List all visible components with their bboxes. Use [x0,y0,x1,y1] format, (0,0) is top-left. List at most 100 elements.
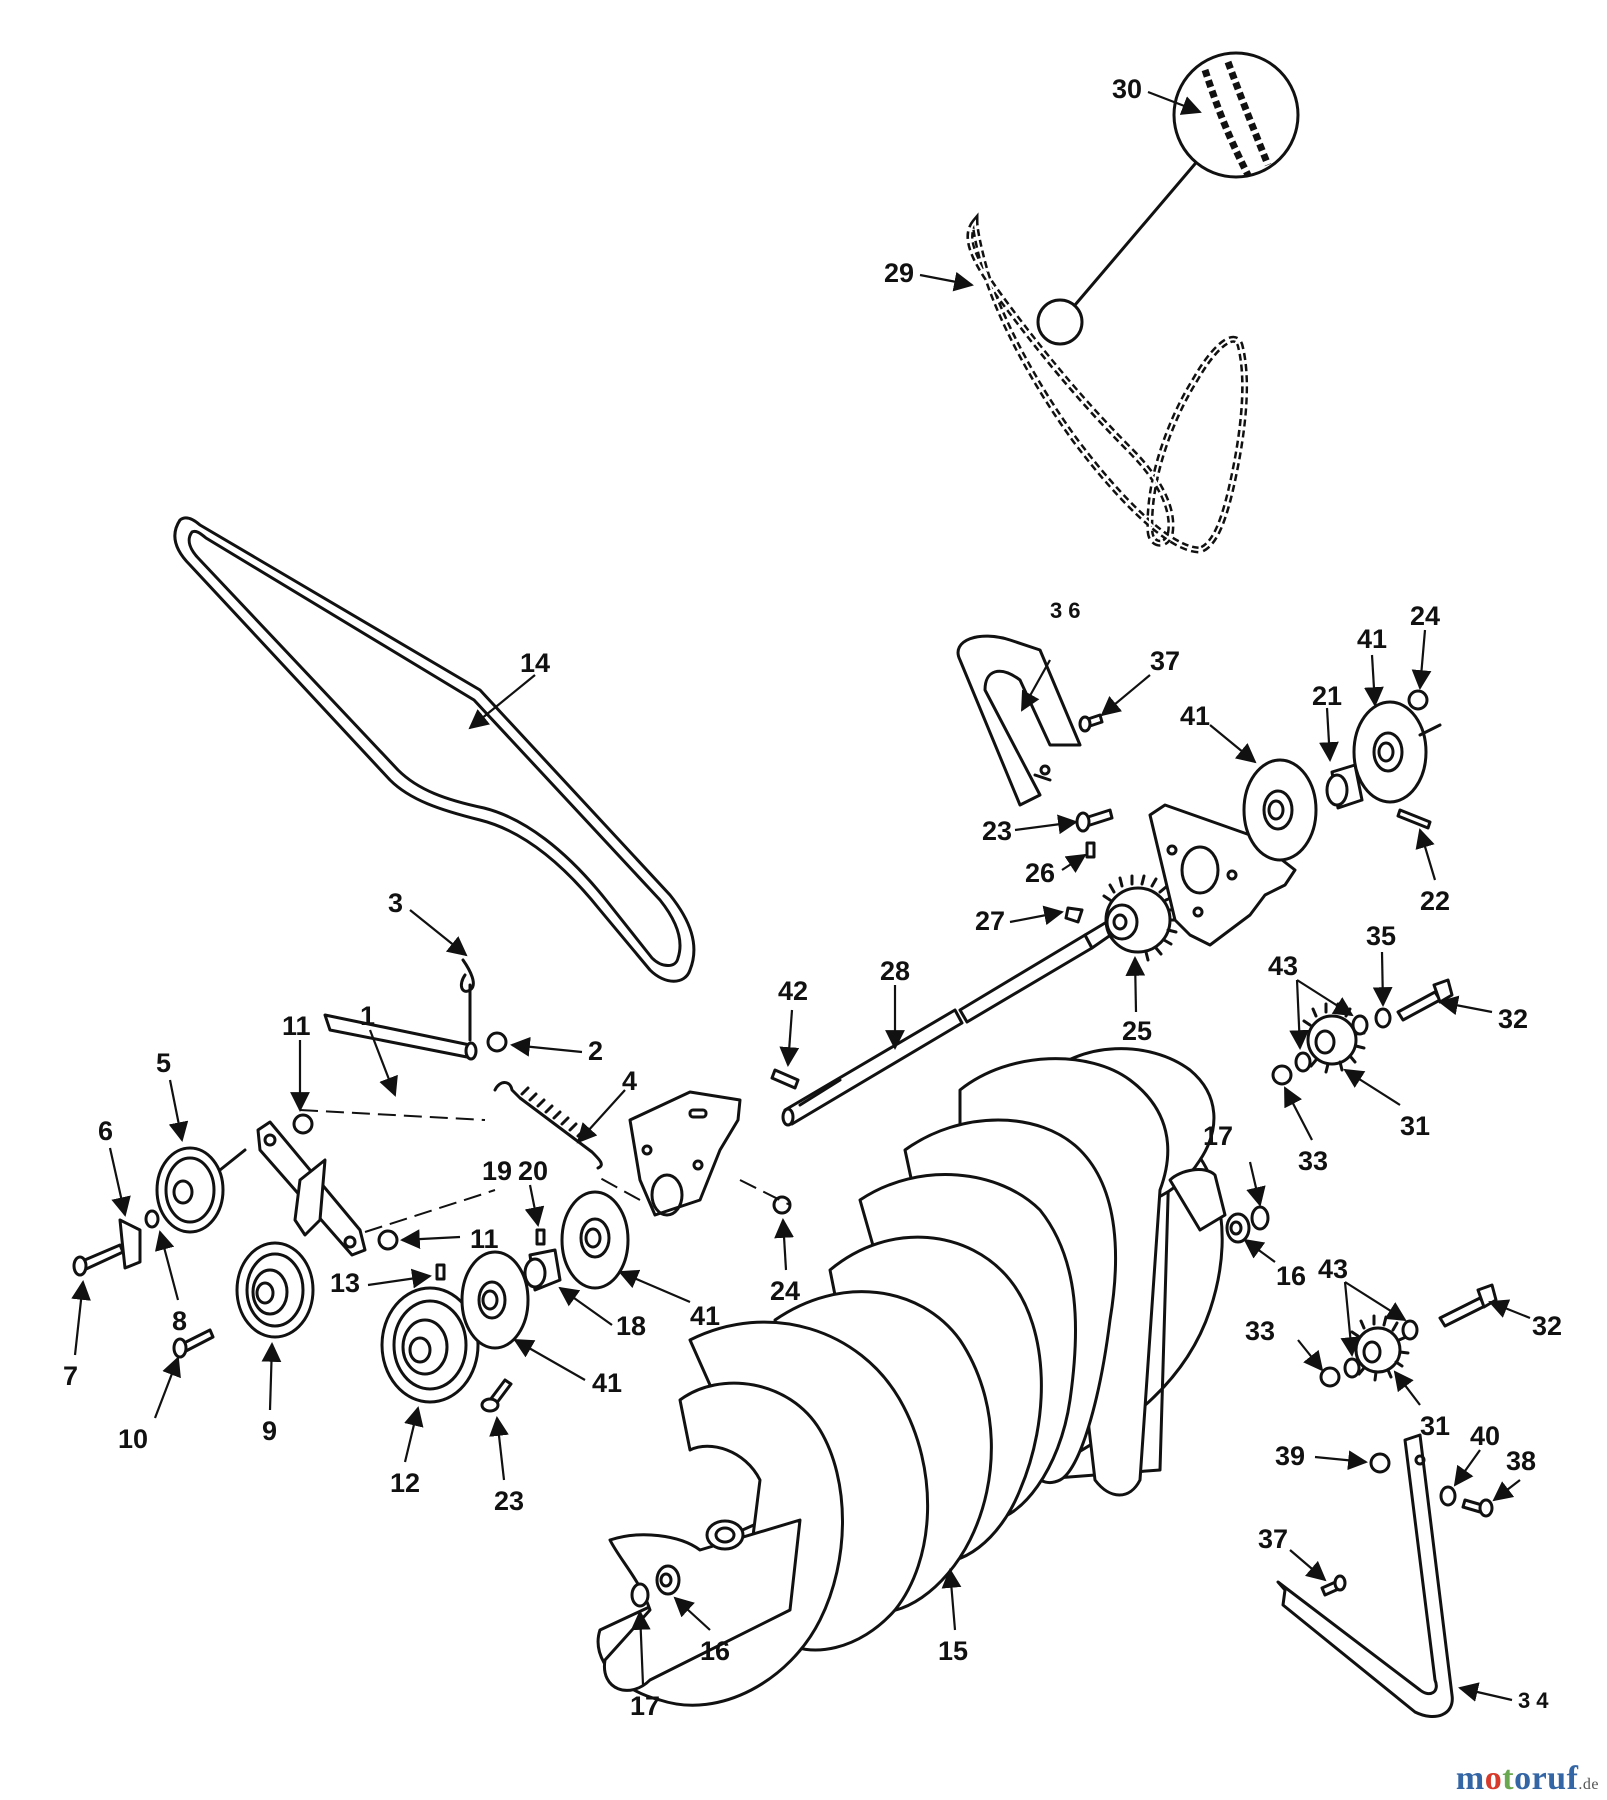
part-label-1: 1 [360,1001,375,1031]
chain-link-magnifier [1036,51,1300,346]
washer-8 [144,1209,160,1229]
part-label-15: 15 [938,1636,968,1666]
part-label-9: 9 [262,1416,277,1446]
bolt-7 [72,1243,125,1277]
setscrew-20 [535,1228,546,1246]
part-label-5: 5 [156,1048,171,1078]
part-label-7: 7 [63,1361,78,1391]
washer-43-d [1401,1319,1419,1341]
chain-guard-35 [1276,1433,1454,1718]
part-label-17-left: 17 [630,1691,660,1721]
side-bearing-bracket [1148,803,1297,947]
part-label-23-right: 23 [982,816,1012,846]
part-label-41-center: 41 [690,1301,720,1331]
bolt-32-upper [1396,978,1454,1022]
sprocket-31-lower [1350,1314,1410,1382]
part-label-43-lower: 43 [1318,1254,1348,1284]
part-label-33-lower: 33 [1245,1316,1275,1346]
part-label-13: 13 [330,1268,360,1298]
nut-2 [486,1031,508,1053]
sprocket-31-upper [1302,1002,1366,1074]
part-label-23-left: 23 [494,1486,524,1516]
part-label-37-bottom: 37 [1258,1524,1288,1554]
part-label-32-lower: 32 [1532,1311,1562,1341]
bearing-18 [523,1248,562,1292]
part-label-17-right: 17 [1203,1121,1233,1151]
bolt-37-bottom [1320,1574,1347,1597]
bearing-16-left [655,1564,681,1596]
part-label-24-right: 24 [1410,601,1440,631]
part-label-2: 2 [588,1036,603,1066]
watermark-logo: motoruf.de [1455,1760,1599,1797]
part-label-35: 34 [1518,1688,1554,1713]
bearing-flange-41-center [560,1190,630,1290]
part-label-4: 4 [622,1066,637,1096]
washer-40 [1439,1485,1457,1507]
part-label-11-top: 11 [282,1011,311,1041]
nut-33-upper [1271,1064,1293,1086]
part-label-36: 36 [1050,598,1086,623]
hairpin-3 [459,958,475,993]
washer-34 [1374,1007,1392,1029]
washer-43-c [1343,1357,1361,1379]
part-label-30: 30 [1112,74,1142,104]
part-label-16-right: 16 [1276,1261,1306,1291]
part-label-43-upper: 43 [1268,951,1298,981]
part-label-38: 38 [1506,1446,1536,1476]
key-42 [770,1068,800,1090]
bracket-6 [118,1218,142,1270]
nut-11-upper [292,1113,314,1135]
nut-24-center [772,1195,792,1215]
pin-22 [1396,808,1432,830]
pulley-5 [155,1146,247,1234]
sprocket-25 [1102,874,1180,962]
part-label-11-bottom: 11 [470,1224,499,1254]
part-label-10: 10 [118,1424,148,1454]
washer-43-a [1294,1051,1312,1073]
nut-11-lower [377,1229,399,1251]
nut-39 [1369,1452,1391,1474]
part-label-6: 6 [98,1116,113,1146]
bolt-23-left [480,1378,513,1413]
part-label-12: 12 [390,1468,420,1498]
drive-chain [966,212,1249,554]
bearing-flange-41-left [460,1250,530,1350]
part-label-25: 25 [1122,1016,1152,1046]
part-label-19: 19 [482,1156,512,1186]
part-label-20: 20 [518,1156,548,1186]
bearing-16-right [1225,1212,1251,1244]
center-bearing-bracket [628,1090,742,1217]
chain-guard-36 [956,634,1082,807]
part-label-26: 26 [1025,858,1055,888]
part-label-39: 39 [1275,1441,1305,1471]
part-label-40: 40 [1470,1421,1500,1451]
washer-43-b [1351,1014,1369,1036]
bolt-23-right [1075,808,1114,833]
setscrew-26 [1085,841,1096,859]
part-label-34: 35 [1366,921,1396,951]
key-27 [1064,906,1084,924]
pulley-9 [235,1241,315,1339]
part-label-29: 29 [884,258,914,288]
part-label-18: 18 [616,1311,646,1341]
part-label-16-left: 16 [700,1636,730,1666]
callouts: 30 29 14 3 1 2 11 4 5 6 7 8 11 9 10 13 1 [63,74,1562,1721]
bolt-38 [1461,1498,1494,1518]
bolt-32-lower [1438,1283,1498,1328]
part-label-14: 14 [520,648,550,678]
bearing-flange-41-right [1242,758,1318,862]
part-label-31-lower: 31 [1420,1411,1450,1441]
bearing-flange-41-far [1352,700,1442,804]
part-label-33-upper: 33 [1298,1146,1328,1176]
spring-4 [493,1081,603,1170]
auger-15 [596,1047,1227,1707]
part-label-42: 42 [778,976,808,1006]
part-label-8: 8 [172,1306,187,1336]
idler-shaft [323,983,478,1061]
part-label-22: 22 [1420,886,1450,916]
pulley-12 [380,1286,480,1404]
part-label-3: 3 [388,888,403,918]
part-label-41-far: 41 [1357,624,1387,654]
part-label-41-right: 41 [1180,701,1210,731]
